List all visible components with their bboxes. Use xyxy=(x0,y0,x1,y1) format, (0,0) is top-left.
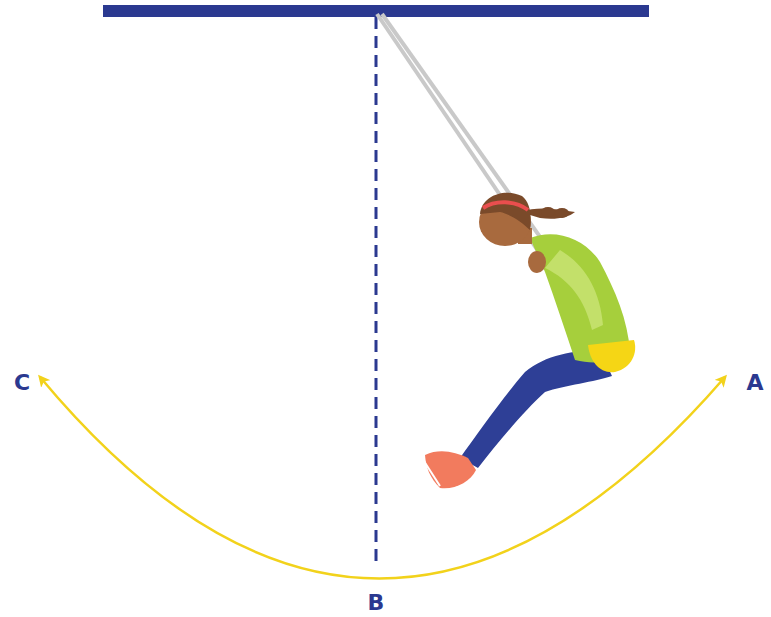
rest-line xyxy=(375,17,378,566)
swing-ropes xyxy=(377,14,616,348)
girl-on-swing xyxy=(422,193,635,489)
swing-arc xyxy=(40,377,725,579)
position-label: C xyxy=(14,372,30,394)
position-label: B xyxy=(368,592,385,614)
position-label: A xyxy=(746,372,763,394)
